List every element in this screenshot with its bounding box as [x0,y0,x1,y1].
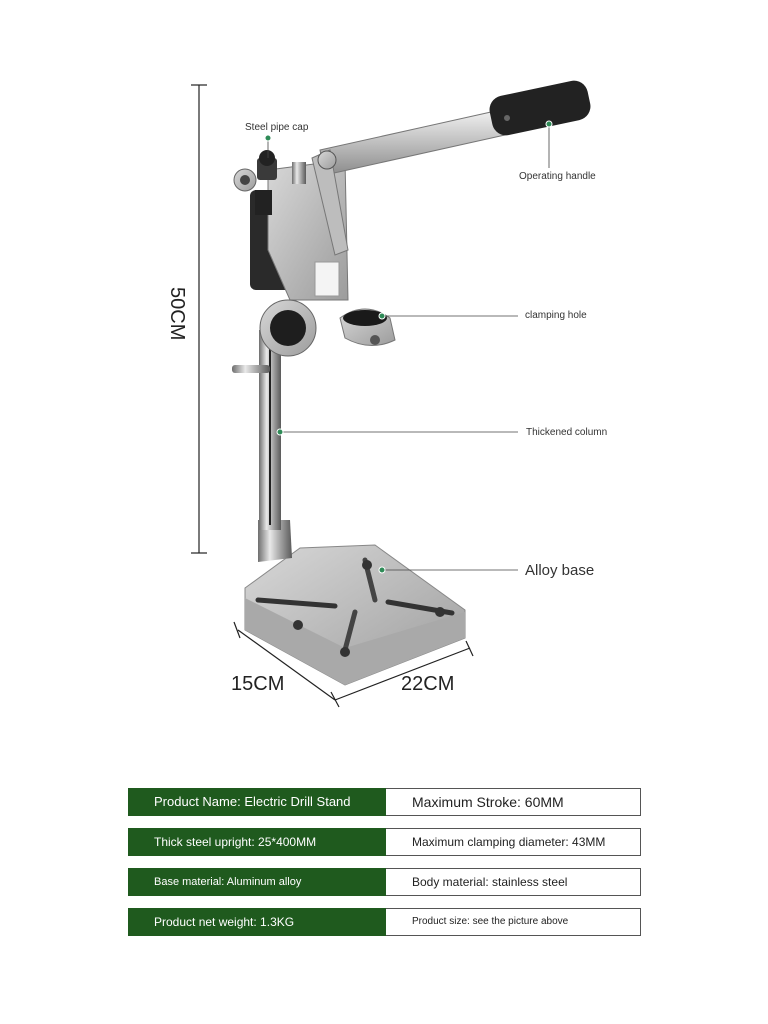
operating-handle-label: Operating handle [519,171,596,182]
base-dimension-lines [233,621,474,708]
steel-pipe-cap-label: Steel pipe cap [245,122,309,133]
spec-row: Base material: Aluminum alloy Body mater… [128,868,641,896]
spec-label: Product net weight: 1.3KG [128,908,386,936]
thickened-column-label: Thickened column [526,427,608,438]
spec-label: Thick steel upright: 25*400MM [128,828,386,856]
spec-value: Product size: see the picture above [386,908,641,936]
clamp-body-shape [232,150,396,373]
operating-handle-shape [311,80,591,256]
height-dimension-label: 50CM [166,287,188,341]
spec-label: Product Name: Electric Drill Stand [128,788,386,816]
spec-value: Body material: stainless steel [386,868,641,896]
depth-dimension-label: 15CM [231,673,285,695]
alloy-base-label: Alloy base [525,562,595,579]
product-figure: Steel pipe cap Operating handle clamping… [166,80,608,708]
spec-table: Product Name: Electric Drill Stand Maxim… [128,788,641,948]
spec-row: Product net weight: 1.3KG Product size: … [128,908,641,936]
height-dimension-line [191,84,207,554]
spec-value: Maximum Stroke: 60MM [386,788,641,816]
clamping-hole-label: clamping hole [525,310,587,321]
alloy-base-shape [244,520,466,686]
spec-row: Thick steel upright: 25*400MM Maximum cl… [128,828,641,856]
spec-value: Maximum clamping diameter: 43MM [386,828,641,856]
callout-dots [264,120,553,574]
spec-label: Base material: Aluminum alloy [128,868,386,896]
drill-stand-illustration [191,80,591,708]
width-dimension-label: 22CM [401,673,455,695]
spec-row: Product Name: Electric Drill Stand Maxim… [128,788,641,816]
